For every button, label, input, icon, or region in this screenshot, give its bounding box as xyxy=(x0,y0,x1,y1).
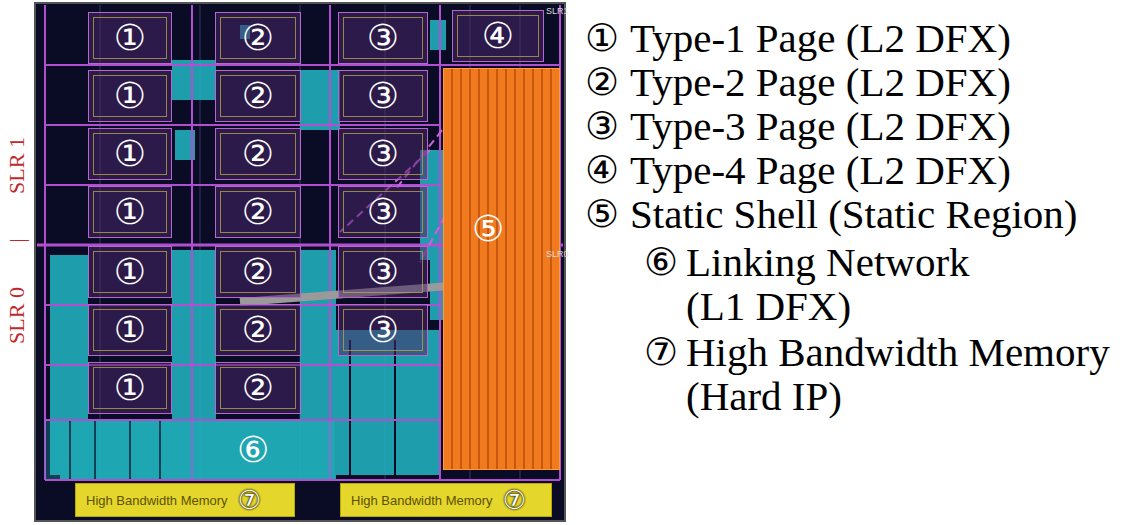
key-text: High Bandwidth Memory (Hard IP) xyxy=(686,330,1126,418)
dfx-page: ③ xyxy=(338,12,428,64)
label-slot: SLR0 xyxy=(546,249,569,259)
dfx-page: ③ xyxy=(338,246,428,298)
dfx-page: ④ xyxy=(452,10,544,62)
slr-tag: SLR0 xyxy=(546,249,569,259)
dfx-page: ② xyxy=(215,362,301,414)
dfx-page: ① xyxy=(88,186,172,238)
callout-number: ③ xyxy=(367,136,399,172)
label-slot: ① xyxy=(585,16,619,60)
label-slot: High Bandwidth Memory (Hard IP) xyxy=(686,330,1126,418)
routing-cells xyxy=(50,20,446,480)
callout-number: ⑤ xyxy=(585,192,619,236)
callout-number: ② xyxy=(242,20,274,56)
label-slot: Type-3 Page (L2 DFX) xyxy=(630,104,1011,148)
callout-number: ⑥ xyxy=(644,240,678,284)
label-slot: SLR 0 xyxy=(4,287,29,344)
dfx-page: ① xyxy=(88,12,172,64)
label-slot: ② xyxy=(585,60,619,104)
dfx-page: ① xyxy=(88,128,172,180)
callout-number: ② xyxy=(242,78,274,114)
callout-number: ① xyxy=(585,16,619,60)
label-slot: Type-1 Page (L2 DFX) xyxy=(630,16,1011,60)
linking-network: ⑥ xyxy=(45,421,335,479)
key-text: Linking Network (L1 DFX) xyxy=(686,240,986,328)
callout-number: ② xyxy=(242,136,274,172)
label-slot: SLR1 xyxy=(546,6,569,16)
dfx-page: ② xyxy=(215,246,301,298)
hbm-block: High Bandwidth Memory ⑦ xyxy=(340,483,552,517)
callout-number: ③ xyxy=(367,78,399,114)
key-text: Type-1 Page (L2 DFX) xyxy=(630,16,1011,60)
callout-number: ① xyxy=(114,20,146,56)
callout-number: ⑦ xyxy=(238,487,261,513)
callout-number: ③ xyxy=(367,254,399,290)
static-shell: ⑤ xyxy=(443,68,560,470)
label-slot: ⑤ xyxy=(585,192,619,236)
block-label: High Bandwidth Memory xyxy=(86,493,228,508)
dfx-page: ③ xyxy=(338,186,428,238)
callout-number: ④ xyxy=(482,18,514,54)
slr-tag: SLR1 xyxy=(546,6,569,16)
callout-number: ⑦ xyxy=(503,487,526,513)
callout-number: ⑥ xyxy=(237,432,269,468)
label-slot: ③ xyxy=(585,104,619,148)
dfx-page: ② xyxy=(215,128,301,180)
dfx-page: ③ xyxy=(338,128,428,180)
callout-number: ⑤ xyxy=(472,211,504,247)
hbm-block: High Bandwidth Memory ⑦ xyxy=(75,483,295,517)
label-slot: Type-4 Page (L2 DFX) xyxy=(630,148,1011,192)
dfx-page: ① xyxy=(88,362,172,414)
label-slot: Static Shell (Static Region) xyxy=(630,192,1078,236)
callout-number: ② xyxy=(242,312,274,348)
device-outline xyxy=(35,3,565,521)
callout-number: ④ xyxy=(585,148,619,192)
label-slot: SLR 1 xyxy=(4,137,29,194)
callout-number: ③ xyxy=(367,312,399,348)
label-slot: ④ xyxy=(585,148,619,192)
dfx-page: ② xyxy=(215,186,301,238)
callout-number: ① xyxy=(114,78,146,114)
dfx-page: ③ xyxy=(338,304,428,356)
label-slot: | xyxy=(4,238,29,242)
callout-number: ① xyxy=(114,136,146,172)
pblock-grid xyxy=(37,5,563,480)
key-text: Type-2 Page (L2 DFX) xyxy=(630,60,1011,104)
label-slot: Linking Network (L1 DFX) xyxy=(686,240,986,328)
dfx-page: ② xyxy=(215,12,301,64)
label-slot: Type-2 Page (L2 DFX) xyxy=(630,60,1011,104)
callout-number: ③ xyxy=(367,194,399,230)
dfx-page: ③ xyxy=(338,70,428,122)
callout-number: ① xyxy=(114,254,146,290)
callout-number: ① xyxy=(114,194,146,230)
callout-number: ③ xyxy=(367,20,399,56)
label-slot: ⑥ xyxy=(644,240,678,284)
dfx-page: ① xyxy=(88,246,172,298)
dfx-page: ② xyxy=(215,70,301,122)
dfx-page: ① xyxy=(88,304,172,356)
dfx-page: ② xyxy=(215,304,301,356)
callout-number: ① xyxy=(114,370,146,406)
callout-number: ② xyxy=(242,254,274,290)
slr-label: | xyxy=(4,238,29,242)
dfx-page: ① xyxy=(88,70,172,122)
slr-label: SLR 1 xyxy=(4,137,29,194)
callout-number: ③ xyxy=(585,104,619,148)
callout-number: ② xyxy=(242,194,274,230)
callout-number: ① xyxy=(114,312,146,348)
label-slot: ⑦ xyxy=(644,330,678,374)
key-text: Type-3 Page (L2 DFX) xyxy=(630,104,1011,148)
callout-number: ② xyxy=(242,370,274,406)
callout-number: ⑦ xyxy=(644,330,678,374)
slr-label: SLR 0 xyxy=(4,287,29,344)
block-label: High Bandwidth Memory xyxy=(351,493,493,508)
key-text: Type-4 Page (L2 DFX) xyxy=(630,148,1011,192)
callout-number: ② xyxy=(585,60,619,104)
key-text: Static Shell (Static Region) xyxy=(630,192,1078,236)
